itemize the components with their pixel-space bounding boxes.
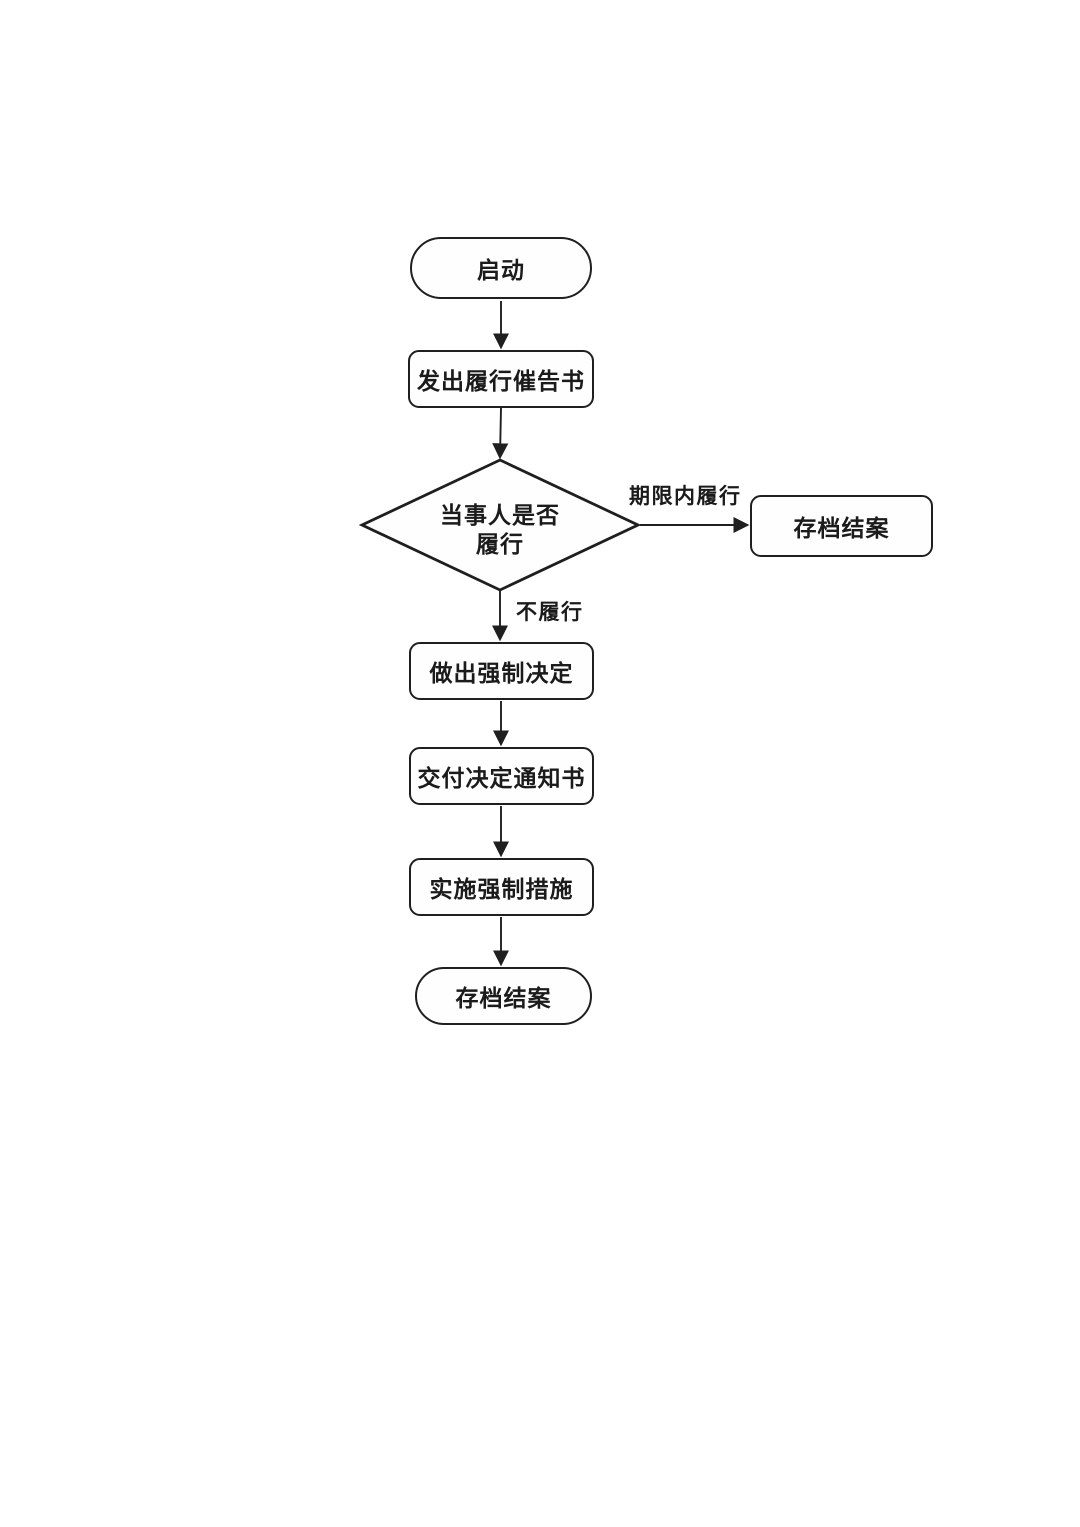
node-start: 启动 xyxy=(410,237,592,299)
node-make-compulsory-decision-label: 做出强制决定 xyxy=(429,661,574,686)
arrow-issue-notice-to-decision xyxy=(492,407,509,460)
node-issue-performance-notice-label: 发出履行催告书 xyxy=(417,369,585,394)
node-implement-compulsory-measures-label: 实施强制措施 xyxy=(429,877,574,902)
node-decision-label: 当事人是否 履行 xyxy=(390,500,610,560)
decision-diamond-shape xyxy=(358,458,642,592)
node-make-compulsory-decision: 做出强制决定 xyxy=(409,642,594,700)
node-deliver-decision-notice-label: 交付决定通知书 xyxy=(417,766,586,791)
node-archive-case-right-label: 存档结案 xyxy=(793,516,890,541)
edge-label-not-perform: 不履行 xyxy=(516,600,584,624)
node-implement-compulsory-measures: 实施强制措施 xyxy=(409,858,594,916)
node-archive-case-end: 存档结案 xyxy=(415,967,592,1025)
edge-label-perform-within-deadline: 期限内履行 xyxy=(629,484,742,508)
node-deliver-decision-notice: 交付决定通知书 xyxy=(409,747,594,805)
node-start-label: 启动 xyxy=(477,258,525,283)
node-issue-performance-notice: 发出履行催告书 xyxy=(408,350,594,408)
node-archive-case-end-label: 存档结案 xyxy=(455,986,552,1011)
node-archive-case-right: 存档结案 xyxy=(750,495,933,557)
node-decision-label-line1: 当事人是否 xyxy=(440,503,560,528)
node-decision-label-line2: 履行 xyxy=(476,532,524,557)
